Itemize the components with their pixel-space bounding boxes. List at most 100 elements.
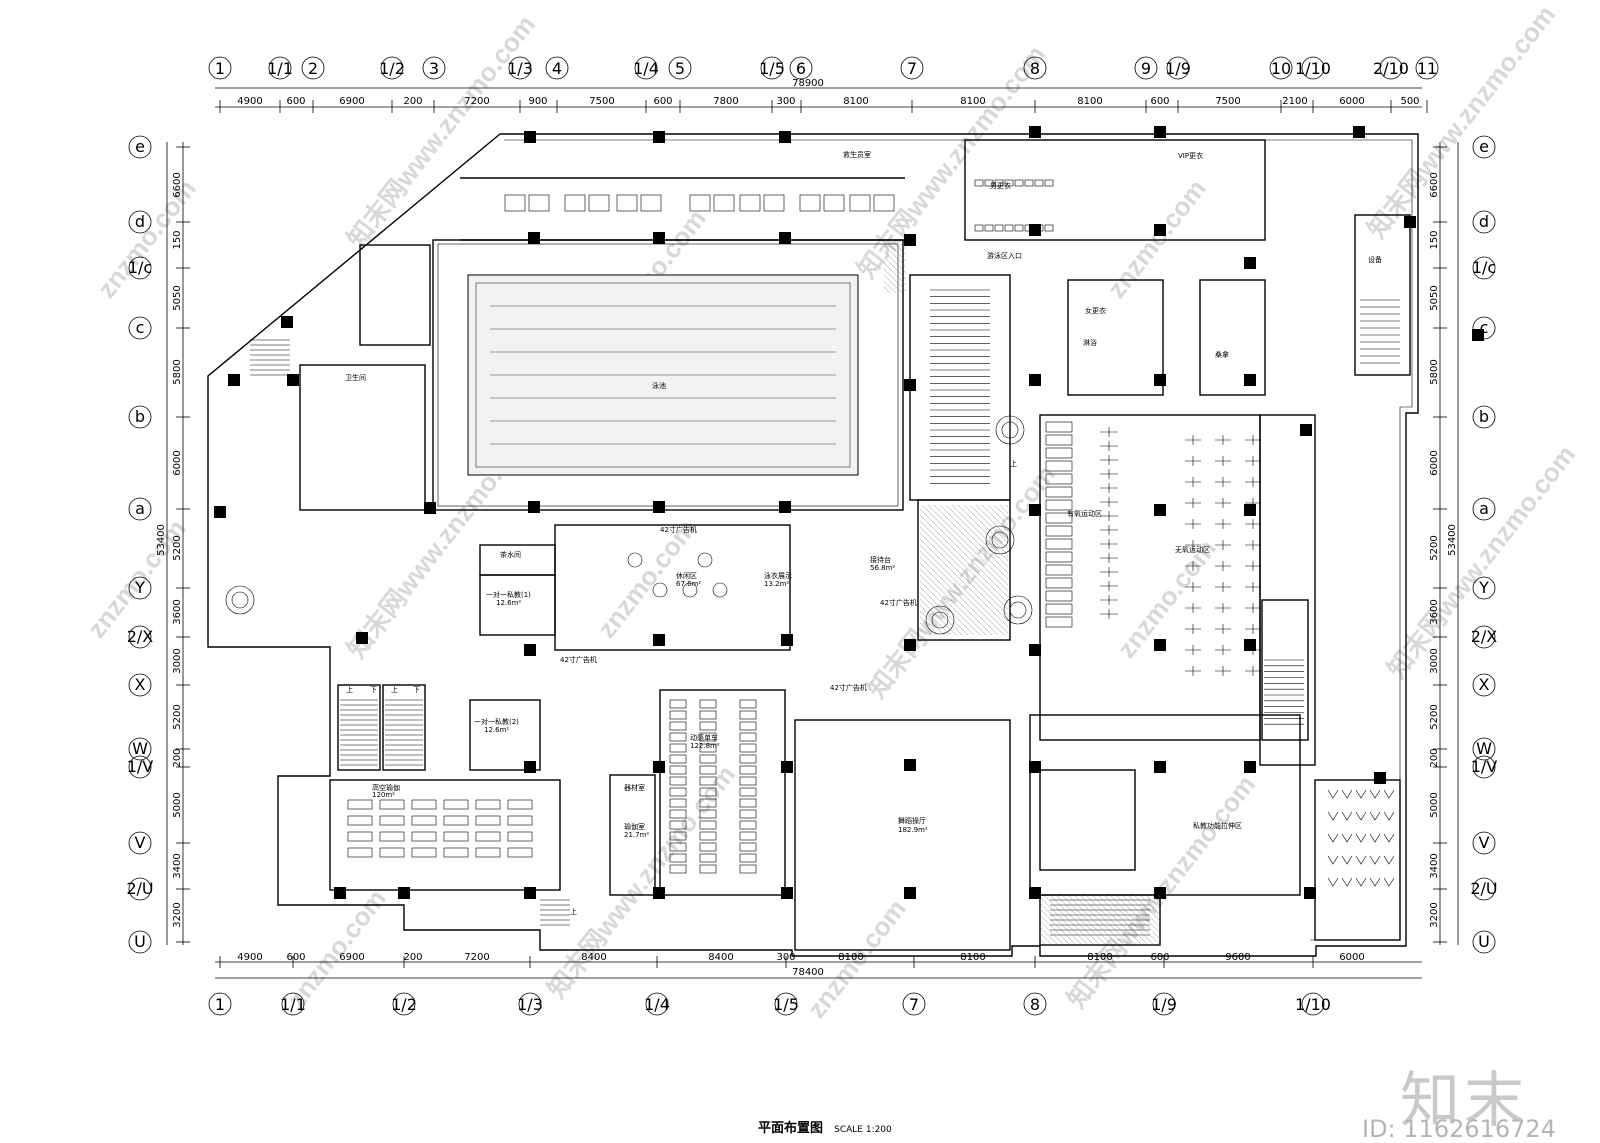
- structural-column: [653, 761, 665, 773]
- structural-column: [1244, 761, 1256, 773]
- locker: [984, 224, 994, 232]
- bottom-dimension: 8400: [708, 952, 733, 963]
- hatch-line: [919, 556, 999, 636]
- room-pt2: 一对一私教(2): [474, 717, 519, 726]
- spinning-bike: [669, 765, 687, 775]
- bottom-dimension: 9600: [1225, 952, 1250, 963]
- brand-watermark: 知末: [1400, 1066, 1528, 1136]
- room-tea: 茶水间: [500, 550, 521, 559]
- aerial-yoga-wall: [329, 779, 561, 891]
- axis-label-top: 1/3: [507, 59, 533, 78]
- axis-label-left: c: [136, 318, 145, 337]
- locker: [1034, 179, 1044, 187]
- structural-column: [1154, 374, 1166, 386]
- locker: [1044, 179, 1054, 187]
- bottom-dimension: 8100: [960, 952, 985, 963]
- hatch-line: [1157, 894, 1161, 898]
- yoga-mat: [411, 831, 437, 842]
- spinning-bike: [669, 798, 687, 808]
- spinning-bike: [669, 809, 687, 819]
- hatch-line: [1039, 938, 1047, 946]
- bottom-dimension: 8100: [1087, 952, 1112, 963]
- structural-column: [1029, 126, 1041, 138]
- axis-label-top: 1/5: [759, 59, 785, 78]
- room-pt2-area: 12.6m²: [484, 726, 509, 734]
- axis-bubble-left: [128, 316, 152, 340]
- treadmill: [1045, 590, 1073, 602]
- axis-bubble-top: [301, 56, 325, 80]
- hatch-line: [883, 262, 907, 286]
- hatch-line: [919, 586, 969, 636]
- strength-machine: [1245, 435, 1261, 445]
- locker: [1044, 224, 1054, 232]
- strength-machine: [1215, 456, 1231, 466]
- axis-bubble-top: [268, 56, 292, 80]
- dumbbell-station: [1383, 877, 1395, 887]
- hatch-line: [945, 504, 1009, 568]
- spinning-bike: [699, 710, 717, 720]
- planter-tree-inner: [1009, 601, 1027, 619]
- pool-basin-inner: [475, 282, 851, 468]
- axis-label-left: d: [135, 212, 145, 231]
- treadmill: [1045, 499, 1073, 511]
- axis-label-top: 3: [429, 59, 439, 78]
- right-service-block: [1259, 414, 1316, 766]
- yoga-mat: [379, 847, 405, 858]
- dumbbell-station: [1327, 833, 1339, 843]
- lounge-chair: [588, 194, 610, 212]
- dumbbell-station: [1341, 855, 1353, 865]
- watermark-text: 知末网www.znzmo.com: [1381, 439, 1581, 683]
- axis-label-bottom: 1/4: [644, 995, 670, 1014]
- spinning-bike: [669, 853, 687, 863]
- room-lifeguard: 救生员室: [843, 150, 871, 159]
- left-dimension: 3000: [172, 648, 183, 673]
- strength-machine: [1185, 561, 1201, 571]
- structural-column: [1154, 126, 1166, 138]
- locker: [1034, 224, 1044, 232]
- structural-column: [1404, 216, 1416, 228]
- label-ad-3: 42寸广告机: [560, 655, 597, 664]
- strength-machine: [1185, 645, 1201, 655]
- axis-label-right: Y: [1478, 578, 1489, 597]
- structural-column: [653, 232, 665, 244]
- hatch-line: [919, 508, 1009, 598]
- treadmill: [1045, 616, 1073, 628]
- hatch-line: [919, 580, 975, 636]
- hatch-line: [893, 242, 907, 256]
- room-pool: 泳池: [652, 381, 666, 390]
- axis-bubble-top: [380, 56, 404, 80]
- room-yoga-room: 瑜伽室: [624, 822, 645, 831]
- spinning-bike: [669, 820, 687, 830]
- yoga-mat: [379, 831, 405, 842]
- top-dimension: 600: [1150, 96, 1169, 107]
- lounge-table: [627, 552, 643, 568]
- spinning-bike: [739, 754, 757, 764]
- structural-column: [1244, 374, 1256, 386]
- axis-bubble-top: [668, 56, 692, 80]
- locker: [1024, 179, 1034, 187]
- left-dimension: 200: [172, 748, 183, 767]
- dumbbell-station: [1369, 877, 1381, 887]
- spinning-bike: [669, 776, 687, 786]
- room-sauna: 桑拿: [1215, 350, 1229, 359]
- room-shower: 淋浴: [1083, 338, 1097, 347]
- spinning-bike: [699, 732, 717, 742]
- hatch-line: [883, 280, 897, 294]
- hatch-line: [921, 504, 1009, 592]
- structural-column: [1374, 772, 1386, 784]
- structural-column: [653, 887, 665, 899]
- structural-column: [214, 506, 226, 518]
- axis-label-bottom: 1/10: [1295, 995, 1331, 1014]
- right-dimension: 200: [1429, 748, 1440, 767]
- room-swimwear-area: 13.2m²: [764, 580, 789, 588]
- cross-trainer: [1100, 497, 1118, 507]
- strength-machine: [1245, 477, 1261, 487]
- structural-column: [1244, 504, 1256, 516]
- axis-bubble-left: [128, 877, 152, 901]
- room-vip: VIP更衣: [1178, 151, 1203, 160]
- dumbbell-station: [1327, 811, 1339, 821]
- hatch-line: [1145, 894, 1161, 910]
- strength-machine: [1245, 582, 1261, 592]
- strength-machine: [1185, 540, 1201, 550]
- label-stairs-up-1: 上: [346, 685, 353, 694]
